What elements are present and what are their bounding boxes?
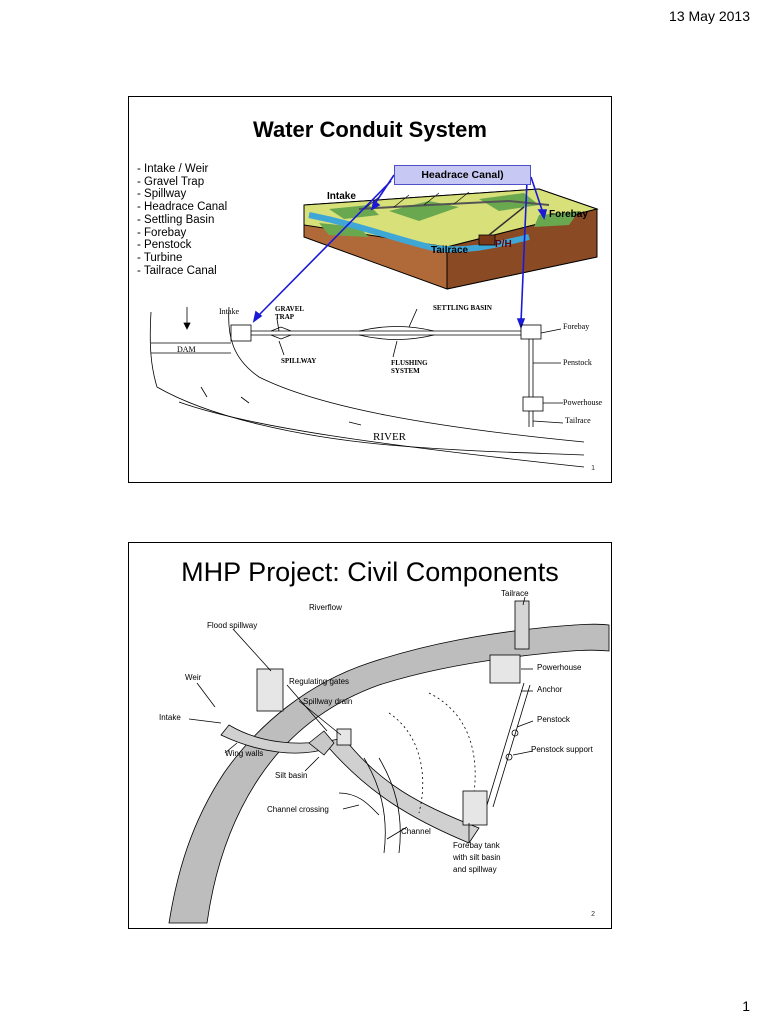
label-spillway: SPILLWAY xyxy=(281,357,317,365)
component-item: - Settling Basin xyxy=(137,213,215,226)
label-penstock: Penstock xyxy=(537,715,570,724)
label-river: RIVER xyxy=(373,431,406,443)
label-settling-basin: SETTLING BASIN xyxy=(433,304,492,312)
component-item: - Tailrace Canal xyxy=(137,264,217,277)
component-item: - Turbine xyxy=(137,251,183,264)
label-forebay: Forebay xyxy=(563,322,590,331)
water-conduit-diagram xyxy=(149,174,599,468)
label-powerhouse: Powerhouse xyxy=(537,663,582,672)
page-date: 13 May 2013 xyxy=(669,8,750,24)
label-gravel-trap-2: TRAP xyxy=(275,313,295,321)
slide-water-conduit-system: Water Conduit System - Intake / Weir - G… xyxy=(128,96,612,483)
slide-number: 2 xyxy=(591,911,595,918)
component-item: - Spillway xyxy=(137,188,187,201)
label-forebay-2: with silt basin xyxy=(453,853,501,862)
slide-number: 1 xyxy=(591,465,595,472)
label-flood-spillway: Flood spillway xyxy=(207,621,258,630)
callout-arrows xyxy=(252,174,548,330)
headrace-canal-callout: Headrace Canal) xyxy=(394,165,531,185)
label-silt-basin: Silt basin xyxy=(275,771,308,780)
label-penstock-support: Penstock support xyxy=(531,745,593,754)
civil-components-diagram xyxy=(168,596,610,924)
label-channel: Channel xyxy=(401,827,431,836)
terrain-label-tailrace: Tailrace xyxy=(431,245,469,256)
page-number: 1 xyxy=(742,998,750,1014)
component-item: - Forebay xyxy=(137,226,187,239)
label-penstock: Penstock xyxy=(563,358,592,367)
slide-civil-components: MHP Project: Civil Components Tailrace R… xyxy=(128,542,612,929)
component-item: - Gravel Trap xyxy=(137,175,205,188)
schematic-sketch xyxy=(149,306,585,468)
label-gravel-trap-1: GRAVEL xyxy=(275,305,305,313)
label-tailrace: Tailrace xyxy=(565,416,591,425)
slide2-title: MHP Project: Civil Components xyxy=(181,557,559,587)
label-flushing-1: FLUSHING xyxy=(391,359,428,367)
label-weir: Weir xyxy=(185,673,202,682)
terrain-label-forebay: Forebay xyxy=(549,209,588,220)
label-riverflow: Riverflow xyxy=(309,603,342,612)
label-flushing-2: SYSTEM xyxy=(391,367,420,375)
component-list: - Intake / Weir - Gravel Trap - Spillway… xyxy=(137,163,227,277)
label-wing-walls: Wing walls xyxy=(225,749,264,758)
label-dam: DAM xyxy=(177,345,196,354)
terrain-illustration xyxy=(303,188,599,290)
label-anchor: Anchor xyxy=(537,685,563,694)
label-intake: Intake xyxy=(219,307,239,316)
component-item: - Intake / Weir xyxy=(137,163,209,175)
terrain-label-ph: P/H xyxy=(495,239,512,250)
label-forebay-3: and spillway xyxy=(453,865,497,874)
label-channel-crossing: Channel crossing xyxy=(267,805,329,814)
label-powerhouse: Powerhouse xyxy=(563,398,603,407)
terrain-label-intake: Intake xyxy=(327,191,356,202)
label-regulating-gates: Regulating gates xyxy=(289,677,350,686)
label-tailrace: Tailrace xyxy=(501,589,529,598)
label-intake: Intake xyxy=(159,713,181,722)
label-spillway-drain: Spillway drain xyxy=(303,697,353,706)
label-forebay-1: Forebay tank xyxy=(453,841,500,850)
slide1-title: Water Conduit System xyxy=(253,117,487,142)
component-item: - Penstock xyxy=(137,239,192,252)
component-item: - Headrace Canal xyxy=(137,201,228,214)
